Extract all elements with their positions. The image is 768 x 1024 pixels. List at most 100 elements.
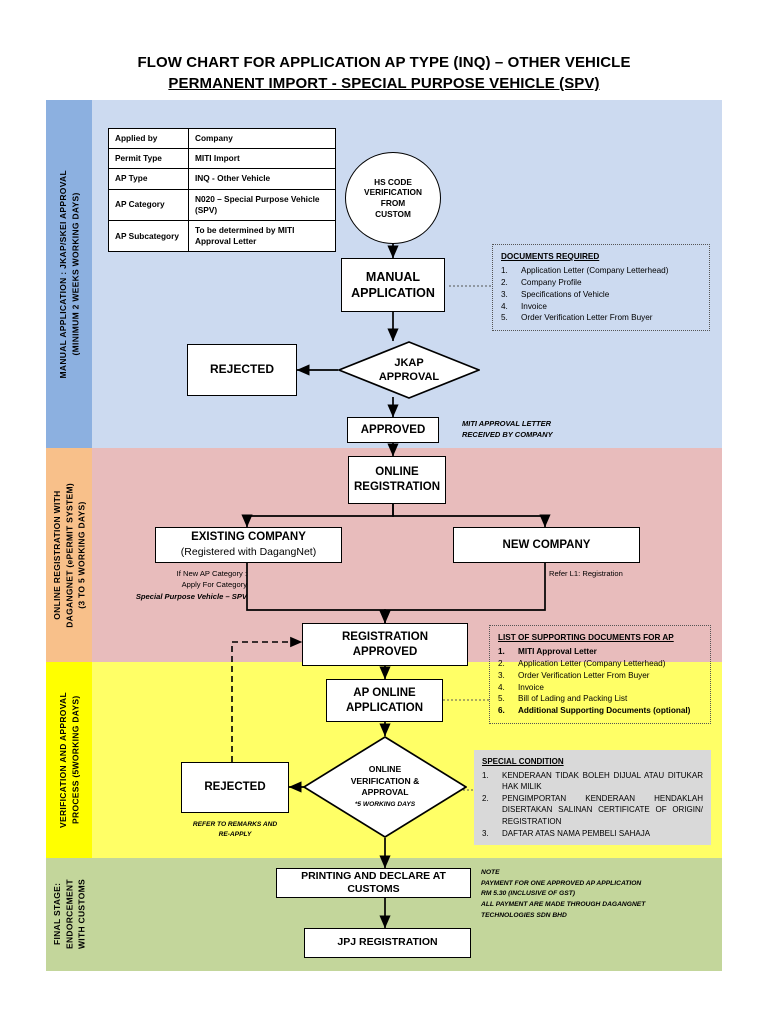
node-existing-company[interactable]: EXISTING COMPANY (Registered with Dagang… (155, 527, 342, 563)
table-cell-value: MITI Import (188, 148, 336, 170)
list-item-number: 1. (482, 770, 489, 780)
documents-required-panel: DOCUMENTS REQUIRED 1. Application Letter … (492, 244, 710, 332)
documents-required-list: 1. Application Letter (Company Letterhead… (501, 265, 701, 324)
table-row: AP Subcategory To be determined by MITI … (108, 219, 336, 253)
node-label: AP ONLINE APPLICATION (345, 686, 424, 714)
list-item-number: 3. (501, 289, 508, 299)
list-item: 1.MITI Approval Letter (498, 646, 702, 658)
annotation-line: If New AP Category : (176, 569, 247, 578)
node-label: APPROVED (360, 423, 426, 436)
title-line-2: PERMANENT IMPORT - SPECIAL PURPOSE VEHIC… (168, 75, 600, 92)
list-item: 2.Company Profile (501, 277, 701, 289)
list-item-text: Specifications of Vehicle (521, 289, 610, 299)
node-label: ONLINE REGISTRATION (353, 466, 441, 493)
list-item-number: 2. (501, 277, 508, 287)
node-new-company[interactable]: NEW COMPANY (453, 527, 640, 563)
node-online-verification-approval[interactable]: ONLINE VERIFICATION & APPROVAL *5 WORKIN… (303, 736, 467, 838)
list-item-text: Invoice (521, 301, 547, 311)
node-rejected-online[interactable]: REJECTED (181, 762, 289, 813)
annotation-rejected-remarks: REFER TO REMARKS AND RE-APPLY (192, 821, 278, 838)
list-item: 5. Order Verification Letter From Buyer (501, 312, 701, 324)
list-item-number: 1. (501, 265, 508, 275)
node-label: REGISTRATION APPROVED (341, 630, 429, 658)
band-sidebar-manual-application: MANUAL APPLICATION : JKAP/SKEI APPROVAL … (46, 100, 92, 448)
band-label-verification-approval: VERIFICATION AND APPROVAL PROCESS (5WORK… (57, 692, 80, 828)
node-sublabel: (Registered with DagangNet) (180, 546, 317, 559)
annotation-new-company: Refer L1: Registration (549, 569, 623, 578)
table-row: AP Category N020 – Special Purpose Vehic… (108, 188, 336, 221)
node-registration-approved[interactable]: REGISTRATION APPROVED (302, 623, 468, 666)
list-item: 1. Application Letter (Company Letterhead… (501, 265, 701, 277)
node-approved[interactable]: APPROVED (347, 417, 439, 443)
list-item-text: Application Letter (Company Letterhead) (518, 658, 666, 668)
special-condition-panel: SPECIAL CONDITION 1. KENDERAAN TIDAK BOLE… (474, 750, 711, 846)
list-item: 4. Invoice (498, 682, 702, 694)
node-label: PRINTING AND DECLARE AT CUSTOMS (301, 869, 446, 895)
list-item-number: 2. (482, 793, 489, 803)
list-item: 2. Application Letter (Company Letterhead… (498, 658, 702, 670)
supporting-documents-panel: LIST OF SUPPORTING DOCUMENTS FOR AP 1.MI… (489, 625, 711, 725)
node-jpj-registration[interactable]: JPJ REGISTRATION (304, 928, 471, 958)
table-cell-value: To be determined by MITI Approval Letter (188, 219, 336, 253)
node-online-registration[interactable]: ONLINE REGISTRATION (348, 456, 446, 504)
table-cell-key: AP Category (108, 188, 189, 221)
list-item-number: 4. (498, 682, 505, 692)
list-item: 2.PENGIMPORTAN KENDERAAN HENDAKLAH DISER… (482, 793, 703, 828)
table-row: Applied by Company (108, 127, 336, 150)
panel-heading: LIST OF SUPPORTING DOCUMENTS FOR AP (498, 633, 674, 642)
node-manual-application[interactable]: MANUAL APPLICATION (341, 258, 445, 312)
node-label: APPROVAL (361, 786, 409, 797)
list-item-number: 1. (498, 646, 505, 656)
list-item-text: Order Verification Letter From Buyer (521, 313, 653, 323)
table-cell-value: N020 – Special Purpose Vehicle (SPV) (188, 188, 336, 221)
list-item-number: 3. (498, 670, 505, 680)
table-cell-key: AP Subcategory (108, 219, 189, 253)
list-item-text: Additional Supporting Documents (optiona… (518, 706, 691, 716)
title-line-1: FLOW CHART FOR APPLICATION AP TYPE (INQ)… (137, 54, 631, 71)
node-printing-declare-customs[interactable]: PRINTING AND DECLARE AT CUSTOMS (276, 868, 471, 898)
annotation-miti-approval-letter: MITI APPROVAL LETTER RECEIVED BY COMPANY (462, 419, 553, 439)
list-item-text: Bill of Lading and Packing List (518, 694, 628, 704)
band-sidebar-final-stage: FINAL STAGE: ENDORCEMENT WITH CUSTOMS (46, 858, 92, 971)
table-cell-key: Applied by (108, 127, 189, 150)
panel-heading: SPECIAL CONDITION (482, 757, 564, 766)
node-label: VERIFICATION & (350, 775, 420, 786)
page-title: FLOW CHART FOR APPLICATION AP TYPE (INQ)… (0, 54, 768, 92)
node-label: NEW COMPANY (502, 538, 591, 551)
panel-heading: DOCUMENTS REQUIRED (501, 252, 600, 261)
list-item-number: 5. (501, 313, 508, 323)
list-item: 4.Invoice (501, 301, 701, 313)
band-label-final-stage: FINAL STAGE: ENDORCEMENT WITH CUSTOMS (51, 879, 87, 950)
list-item: 6.Additional Supporting Documents (optio… (498, 705, 702, 717)
list-item-text: Invoice (518, 682, 544, 692)
node-hs-code-verification[interactable]: HS CODE VERIFICATION FROM CUSTOM (345, 152, 441, 244)
list-item-number: 3. (482, 828, 489, 838)
list-item-text: Order Verification Letter From Buyer (518, 670, 650, 680)
list-item-number: 2. (498, 658, 505, 668)
band-label-online-registration: ONLINE REGISTRATION WITH DAGANGNET (ePER… (51, 482, 87, 628)
band-label-manual-application: MANUAL APPLICATION : JKAP/SKEI APPROVAL … (57, 169, 80, 379)
annotation-line: Special Purpose Vehicle – SPV (135, 591, 247, 601)
node-label: MANUAL APPLICATION (351, 270, 435, 300)
annotation-payment-note: NOTE PAYMENT FOR ONE APPROVED AP APPLICA… (481, 869, 646, 919)
supporting-documents-list: 1.MITI Approval Letter 2. Application Let… (498, 646, 702, 717)
node-ap-online-application[interactable]: AP ONLINE APPLICATION (326, 679, 443, 722)
annotation-existing-company: If New AP Category : Apply For Category … (135, 568, 247, 602)
node-label: ONLINE (368, 764, 402, 775)
band-sidebar-verification-approval: VERIFICATION AND APPROVAL PROCESS (5WORK… (46, 662, 92, 858)
node-label: EXISTING COMPANY (191, 531, 306, 544)
node-sublabel: *5 WORKING DAYS (354, 800, 416, 808)
special-condition-list: 1. KENDERAAN TIDAK BOLEH DIJUAL ATAU DITU… (482, 770, 703, 840)
list-item-text: Application Letter (Company Letterhead) (521, 265, 669, 275)
list-item: 3. Specifications of Vehicle (501, 289, 701, 301)
node-rejected-jkap[interactable]: REJECTED (187, 344, 297, 396)
list-item: 3. DAFTAR ATAS NAMA PEMBELI SAHAJA (482, 828, 703, 840)
node-label: REJECTED (209, 362, 274, 377)
node-label: JKAP APPROVAL (378, 356, 440, 383)
table-row: AP Type INQ - Other Vehicle (108, 168, 336, 190)
list-item-text: DAFTAR ATAS NAMA PEMBELI SAHAJA (502, 828, 651, 838)
list-item-text: KENDERAAN TIDAK BOLEH DIJUAL ATAU DITUKA… (502, 770, 703, 792)
application-details-table: Applied by Company Permit Type MITI Impo… (108, 127, 336, 253)
node-jkap-approval[interactable]: JKAP APPROVAL (338, 341, 480, 399)
